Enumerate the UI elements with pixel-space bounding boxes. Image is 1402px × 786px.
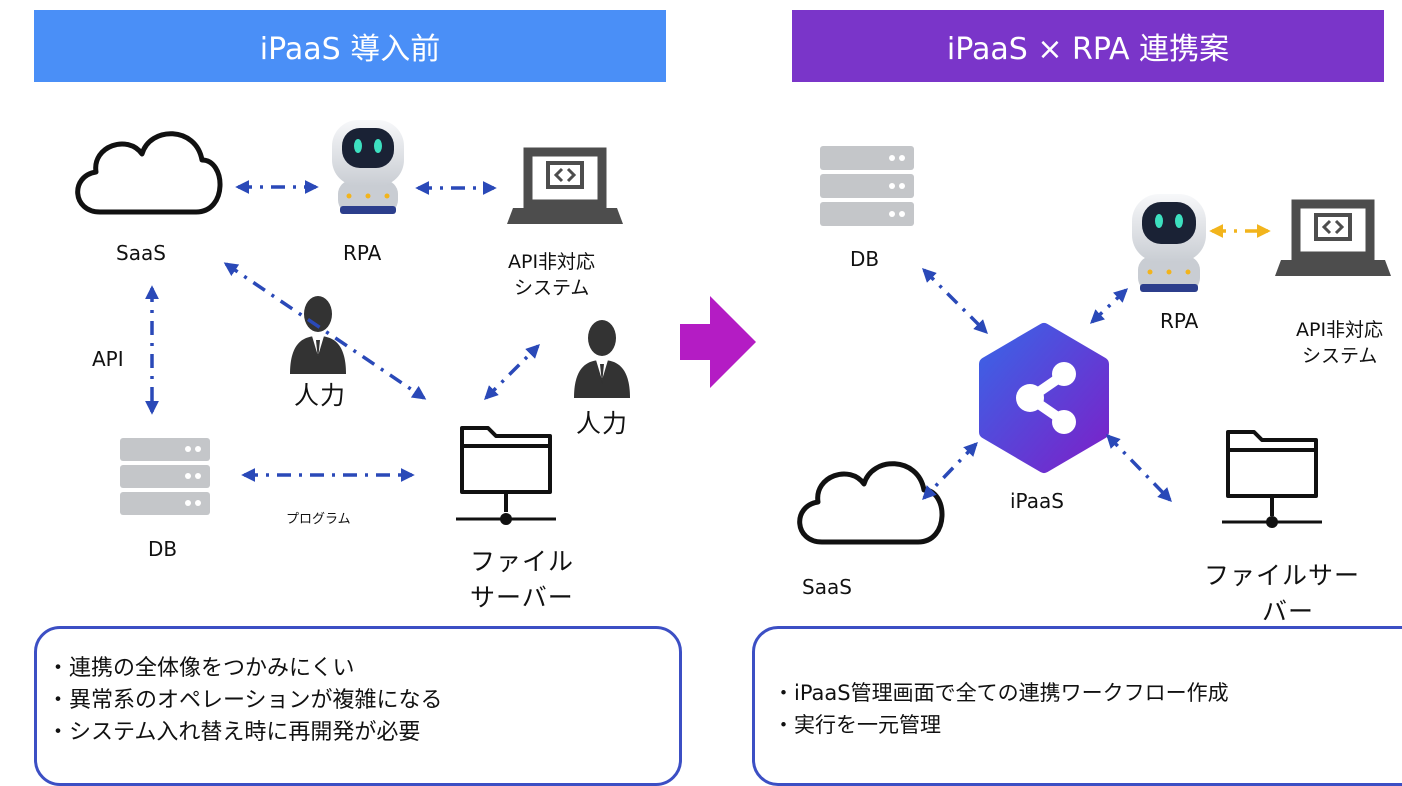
businessman-icon: [290, 296, 346, 374]
program-edge-label: プログラム: [286, 512, 351, 527]
human-label-1: 人力: [294, 381, 347, 410]
network-folder-icon: [1222, 430, 1322, 528]
businessman-icon: [574, 320, 630, 398]
left-panel-title: iPaaS 導入前: [34, 10, 666, 82]
left-note-3: ・システム入れ替え時に再開発が必要: [47, 720, 421, 745]
robot-icon: [332, 120, 404, 214]
network-folder-icon: [456, 426, 556, 525]
api-system-label-line2: システム: [514, 277, 590, 299]
server-rack-icon: [120, 438, 210, 515]
human-label-2: 人力: [576, 409, 629, 438]
left-notes-box: ・連携の全体像をつかみにくい ・異常系のオペレーションが複雑になる ・システム入…: [34, 626, 682, 786]
edge-ipaas-file-server: [1106, 433, 1172, 503]
share-hexagon-icon: [979, 323, 1109, 473]
file-server-label-line1: ファイル: [470, 547, 575, 576]
api-system-label-line2: システム: [1302, 345, 1378, 367]
right-notes-box: ・iPaaS管理画面で全ての連携ワークフロー作成 ・実行を一元管理: [752, 626, 1402, 786]
edge-ipaas-rpa: [1089, 288, 1129, 324]
left-note-2: ・異常系のオペレーションが複雑になる: [47, 688, 443, 713]
file-server-label-line2: バー: [1262, 597, 1315, 626]
edge-file-server-api-system: [484, 344, 540, 400]
cloud-icon: [797, 461, 945, 545]
code-laptop-icon: [507, 147, 623, 224]
right-panel-title: iPaaS × RPA 連携案: [792, 10, 1384, 82]
rpa-label: RPA: [1160, 309, 1199, 333]
saas-label: SaaS: [116, 241, 166, 265]
db-label: DB: [148, 537, 178, 561]
file-server-label-line2: サーバー: [470, 583, 574, 612]
rpa-label: RPA: [343, 241, 382, 265]
api-system-label-line1: API非対応: [1296, 319, 1384, 341]
left-note-1: ・連携の全体像をつかみにくい: [47, 656, 355, 681]
api-system-label-line1: API非対応: [508, 251, 596, 273]
cloud-icon: [75, 131, 223, 215]
api-edge-label: API: [92, 347, 124, 371]
edge-db-ipaas: [922, 268, 988, 334]
right-note-1: ・iPaaS管理画面で全ての連携ワークフロー作成: [773, 681, 1229, 705]
code-laptop-icon: [1275, 199, 1391, 276]
edge-saas-file-server: [223, 262, 427, 400]
right-note-2: ・実行を一元管理: [773, 713, 941, 737]
server-rack-icon: [820, 146, 914, 226]
edge-ipaas-saas: [922, 441, 978, 501]
robot-icon: [1132, 194, 1206, 292]
ipaas-label: iPaaS: [1010, 489, 1064, 513]
file-server-label-line1: ファイルサー: [1204, 561, 1361, 590]
saas-label: SaaS: [802, 575, 852, 599]
transition-arrow: [680, 296, 756, 388]
db-label: DB: [850, 247, 880, 271]
